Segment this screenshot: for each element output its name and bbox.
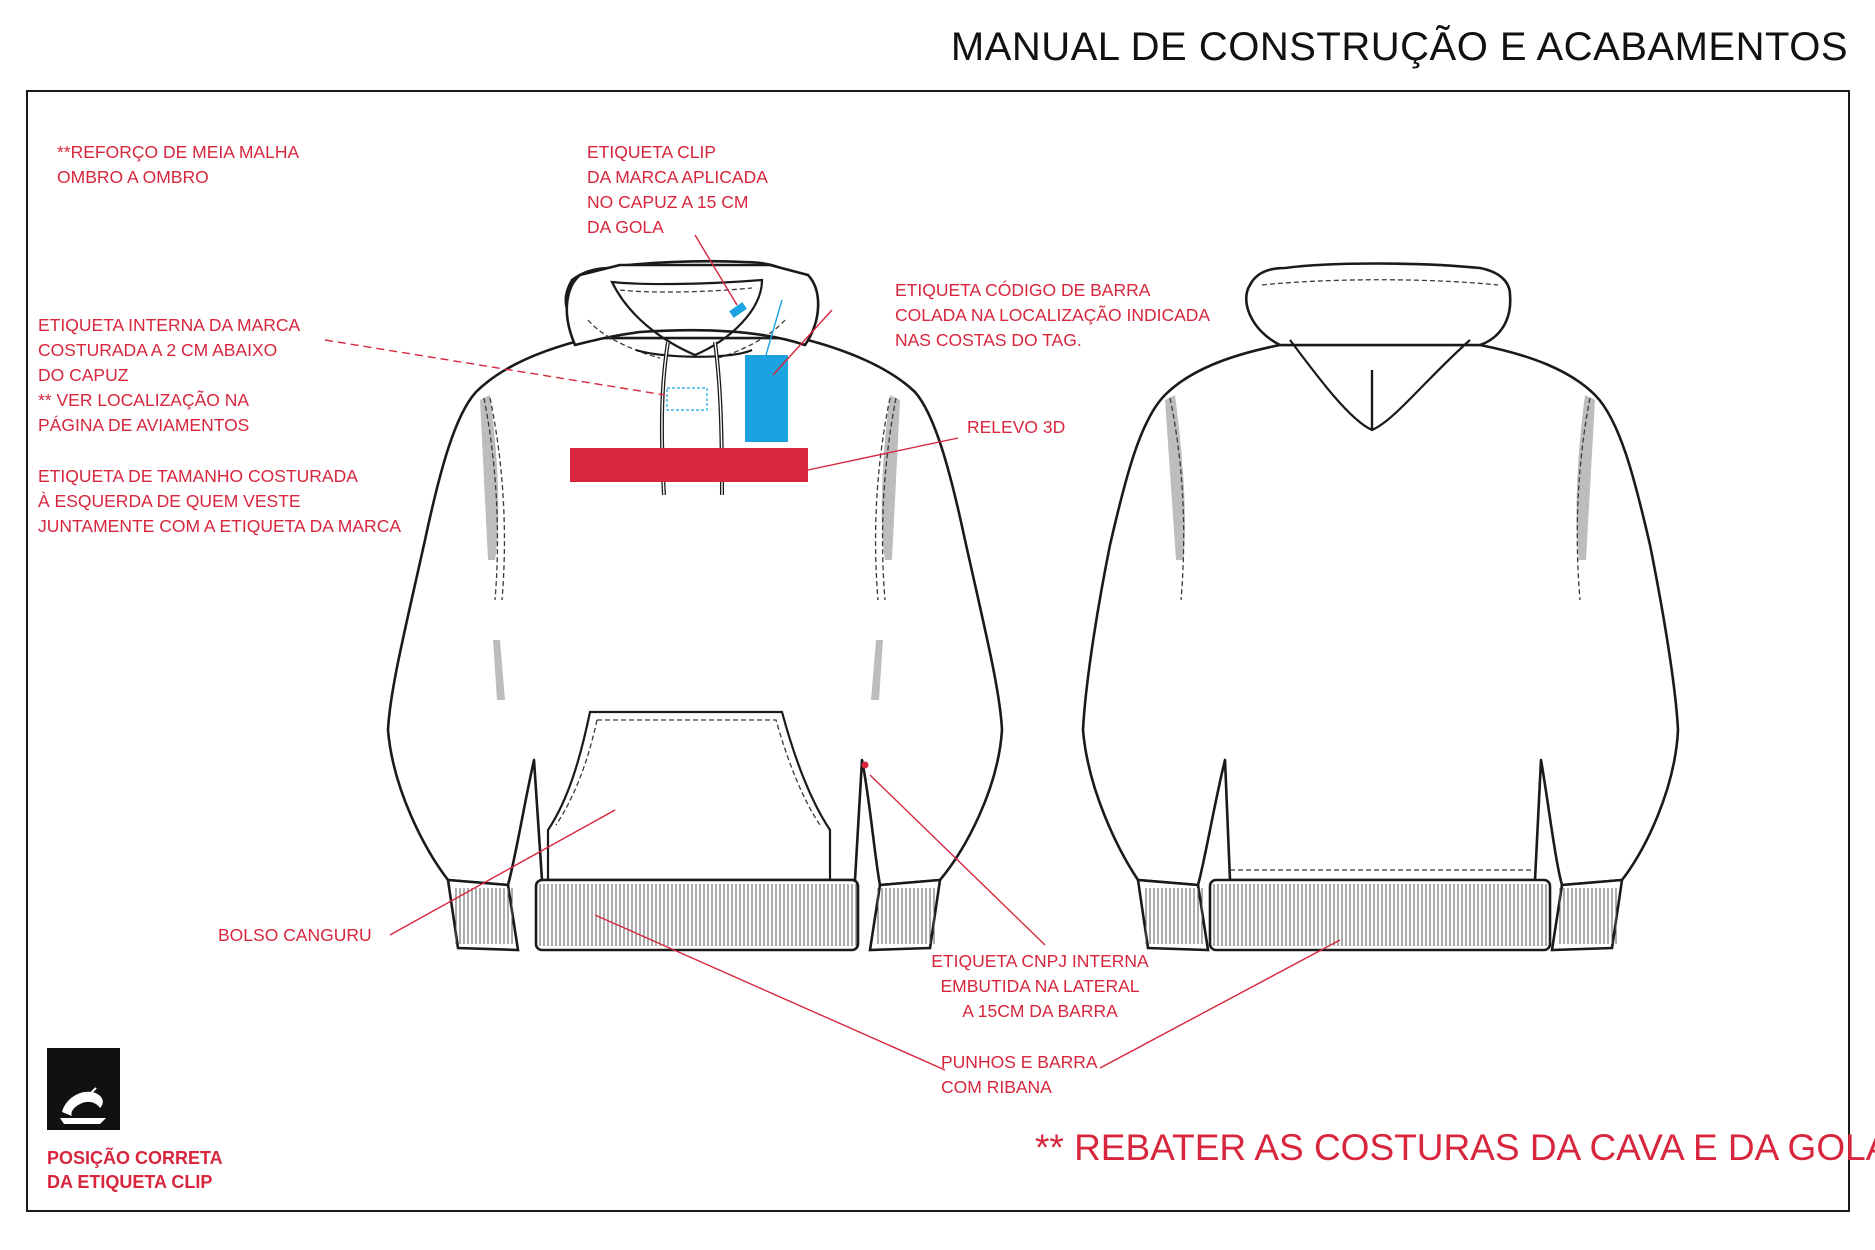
svg-text:DA GOLA: DA GOLA — [587, 217, 664, 237]
sheet-frame — [26, 90, 1850, 1212]
annotation-clip-position: POSIÇÃO CORRETA DA ETIQUETA CLIP — [47, 1147, 223, 1192]
svg-text:POSIÇÃO CORRETA: POSIÇÃO CORRETA — [47, 1147, 223, 1168]
svg-text:À ESQUERDA DE QUEM VESTE: À ESQUERDA DE QUEM VESTE — [38, 491, 301, 511]
svg-text:NO CAPUZ A 15 CM: NO CAPUZ A 15 CM — [587, 192, 748, 212]
brand-logo-icon — [47, 1048, 120, 1130]
svg-text:A 15CM DA BARRA: A 15CM DA BARRA — [962, 1001, 1118, 1021]
svg-text:** VER LOCALIZAÇÃO NA: ** VER LOCALIZAÇÃO NA — [38, 389, 249, 410]
annotation-etiqueta-clip: ETIQUETA CLIP DA MARCA APLICADA NO CAPUZ… — [587, 142, 768, 237]
relevo-3d-block — [570, 448, 808, 482]
svg-text:PUNHOS E BARRA: PUNHOS E BARRA — [941, 1052, 1098, 1072]
internal-brand-label — [666, 387, 708, 411]
svg-text:ETIQUETA CLIP: ETIQUETA CLIP — [587, 142, 716, 162]
svg-text:DA ETIQUETA CLIP: DA ETIQUETA CLIP — [47, 1172, 212, 1192]
svg-text:COM RIBANA: COM RIBANA — [941, 1077, 1052, 1097]
svg-text:COLADA NA LOCALIZAÇÃO INDICAD: COLADA NA LOCALIZAÇÃO INDICADA — [895, 304, 1210, 325]
svg-text:OMBRO A OMBRO: OMBRO A OMBRO — [57, 167, 209, 187]
annotation-reforco: **REFORÇO DE MEIA MALHA OMBRO A OMBRO — [57, 142, 299, 187]
hoodie-back — [1081, 262, 1680, 952]
clip-label — [729, 302, 747, 318]
annotation-etiqueta-interna: ETIQUETA INTERNA DA MARCA COSTURADA A 2 … — [38, 315, 301, 435]
annotation-relevo: RELEVO 3D — [967, 417, 1065, 437]
hem-rib-lines — [539, 884, 857, 946]
svg-text:COSTURADA A 2 CM ABAIXO: COSTURADA A 2 CM ABAIXO — [38, 340, 277, 360]
annotation-codigo-barra: ETIQUETA CÓDIGO DE BARRA COLADA NA LOCAL… — [895, 279, 1210, 350]
svg-text:PÁGINA DE AVIAMENTOS: PÁGINA DE AVIAMENTOS — [38, 415, 249, 435]
svg-text:JUNTAMENTE COM A ETIQUETA DA M: JUNTAMENTE COM A ETIQUETA DA MARCA — [38, 516, 401, 536]
hang-tag — [745, 355, 788, 442]
annotation-etiqueta-tamanho: ETIQUETA DE TAMANHO COSTURADA À ESQUERDA… — [38, 466, 401, 536]
svg-text:ETIQUETA CNPJ INTERNA: ETIQUETA CNPJ INTERNA — [931, 951, 1149, 971]
annotation-cnpj: ETIQUETA CNPJ INTERNA EMBUTIDA NA LATERA… — [931, 951, 1149, 1021]
leader-lines — [324, 234, 1341, 1071]
svg-text:ETIQUETA CÓDIGO DE BARRA: ETIQUETA CÓDIGO DE BARRA — [895, 279, 1151, 300]
svg-text:ETIQUETA DE TAMANHO COSTURADA: ETIQUETA DE TAMANHO COSTURADA — [38, 466, 358, 486]
annotation-bolso: BOLSO CANGURU — [218, 925, 372, 945]
svg-text:ETIQUETA INTERNA DA MARCA: ETIQUETA INTERNA DA MARCA — [38, 315, 301, 335]
svg-text:**REFORÇO DE MEIA MALHA: **REFORÇO DE MEIA MALHA — [57, 142, 299, 162]
footer-note: ** REBATER AS COSTURAS DA CAVA E DA GOLA — [1035, 1127, 1875, 1168]
svg-text:EMBUTIDA NA LATERAL: EMBUTIDA NA LATERAL — [940, 976, 1139, 996]
svg-text:NAS COSTAS DO TAG.: NAS COSTAS DO TAG. — [895, 330, 1082, 350]
hoodie-front — [386, 259, 1004, 952]
svg-text:DO CAPUZ: DO CAPUZ — [38, 365, 129, 385]
page-title: MANUAL DE CONSTRUÇÃO E ACABAMENTOS — [951, 24, 1848, 69]
annotation-punhos: PUNHOS E BARRA COM RIBANA — [941, 1052, 1098, 1097]
svg-text:DA MARCA APLICADA: DA MARCA APLICADA — [587, 167, 768, 187]
